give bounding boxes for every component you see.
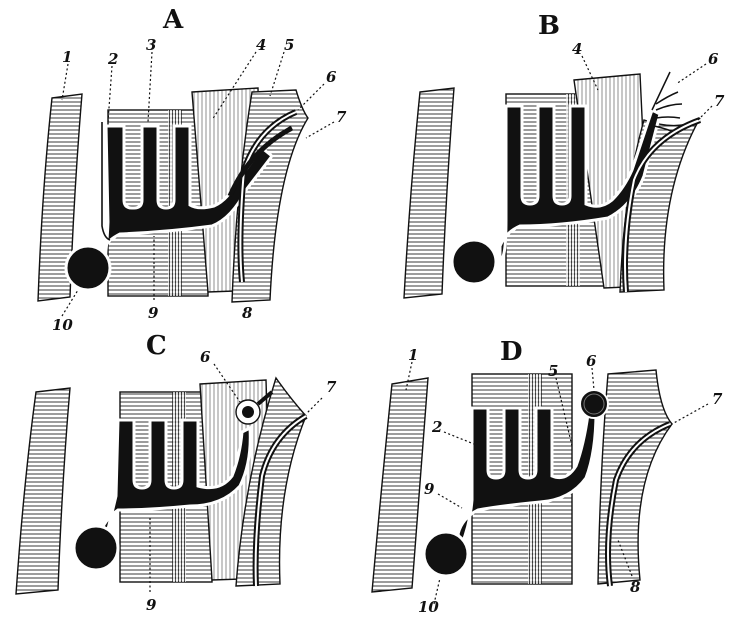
gland-end-bulb — [452, 240, 496, 284]
panel-a-letter: A — [162, 5, 184, 35]
layer-1-band — [404, 88, 454, 298]
leader-c7 — [306, 398, 322, 414]
layer-1-band — [372, 378, 428, 592]
panel-d: D 1 2 5 6 7 8 9 10 — [372, 337, 723, 616]
leader-a1 — [62, 64, 68, 100]
label-d6: 6 — [586, 352, 597, 370]
gland-end-bulb — [74, 526, 118, 570]
panel-c: C 6 7 9 — [16, 331, 337, 614]
label-d8: 8 — [630, 578, 641, 596]
leader-d9 — [438, 494, 462, 508]
label-b4: 4 — [572, 40, 582, 58]
label-c7: 7 — [326, 378, 337, 396]
gland-end-bulb — [66, 246, 110, 290]
label-c9: 9 — [146, 596, 157, 614]
leader-d7 — [672, 404, 708, 424]
label-d2: 2 — [431, 418, 442, 436]
label-a5: 5 — [284, 36, 294, 54]
leader-d6 — [592, 368, 594, 390]
leader-d2 — [444, 432, 474, 444]
label-d7: 7 — [712, 390, 723, 408]
label-a2: 2 — [107, 50, 118, 68]
panel-a: A 1 2 3 4 5 6 7 — [38, 5, 347, 334]
label-a1: 1 — [62, 48, 72, 66]
label-d9: 9 — [424, 480, 435, 498]
leader-a5 — [270, 52, 284, 96]
label-b7: 7 — [714, 92, 725, 110]
label-a4: 4 — [256, 36, 266, 54]
panel-d-letter: D — [500, 337, 523, 367]
panel-b: B 4 6 7 — [404, 11, 725, 298]
label-a10: 10 — [52, 316, 73, 334]
label-a3: 3 — [146, 36, 156, 54]
label-a6: 6 — [326, 68, 337, 86]
label-a8: 8 — [242, 304, 253, 322]
label-d1: 1 — [408, 346, 418, 364]
panel-b-letter: B — [538, 11, 560, 41]
label-a7: 7 — [336, 108, 347, 126]
label-b6: 6 — [708, 50, 719, 68]
panel-c-letter: C — [146, 331, 167, 361]
leader-a7 — [306, 122, 334, 138]
label-c6: 6 — [200, 348, 211, 366]
label-d5: 5 — [548, 362, 558, 380]
layer-1-band — [16, 388, 70, 594]
gland-end-bulb — [424, 532, 468, 576]
label-d10: 10 — [418, 598, 439, 616]
leader-b6 — [676, 64, 706, 84]
label-a9: 9 — [148, 304, 159, 322]
ciliated-bud-core — [242, 406, 254, 418]
